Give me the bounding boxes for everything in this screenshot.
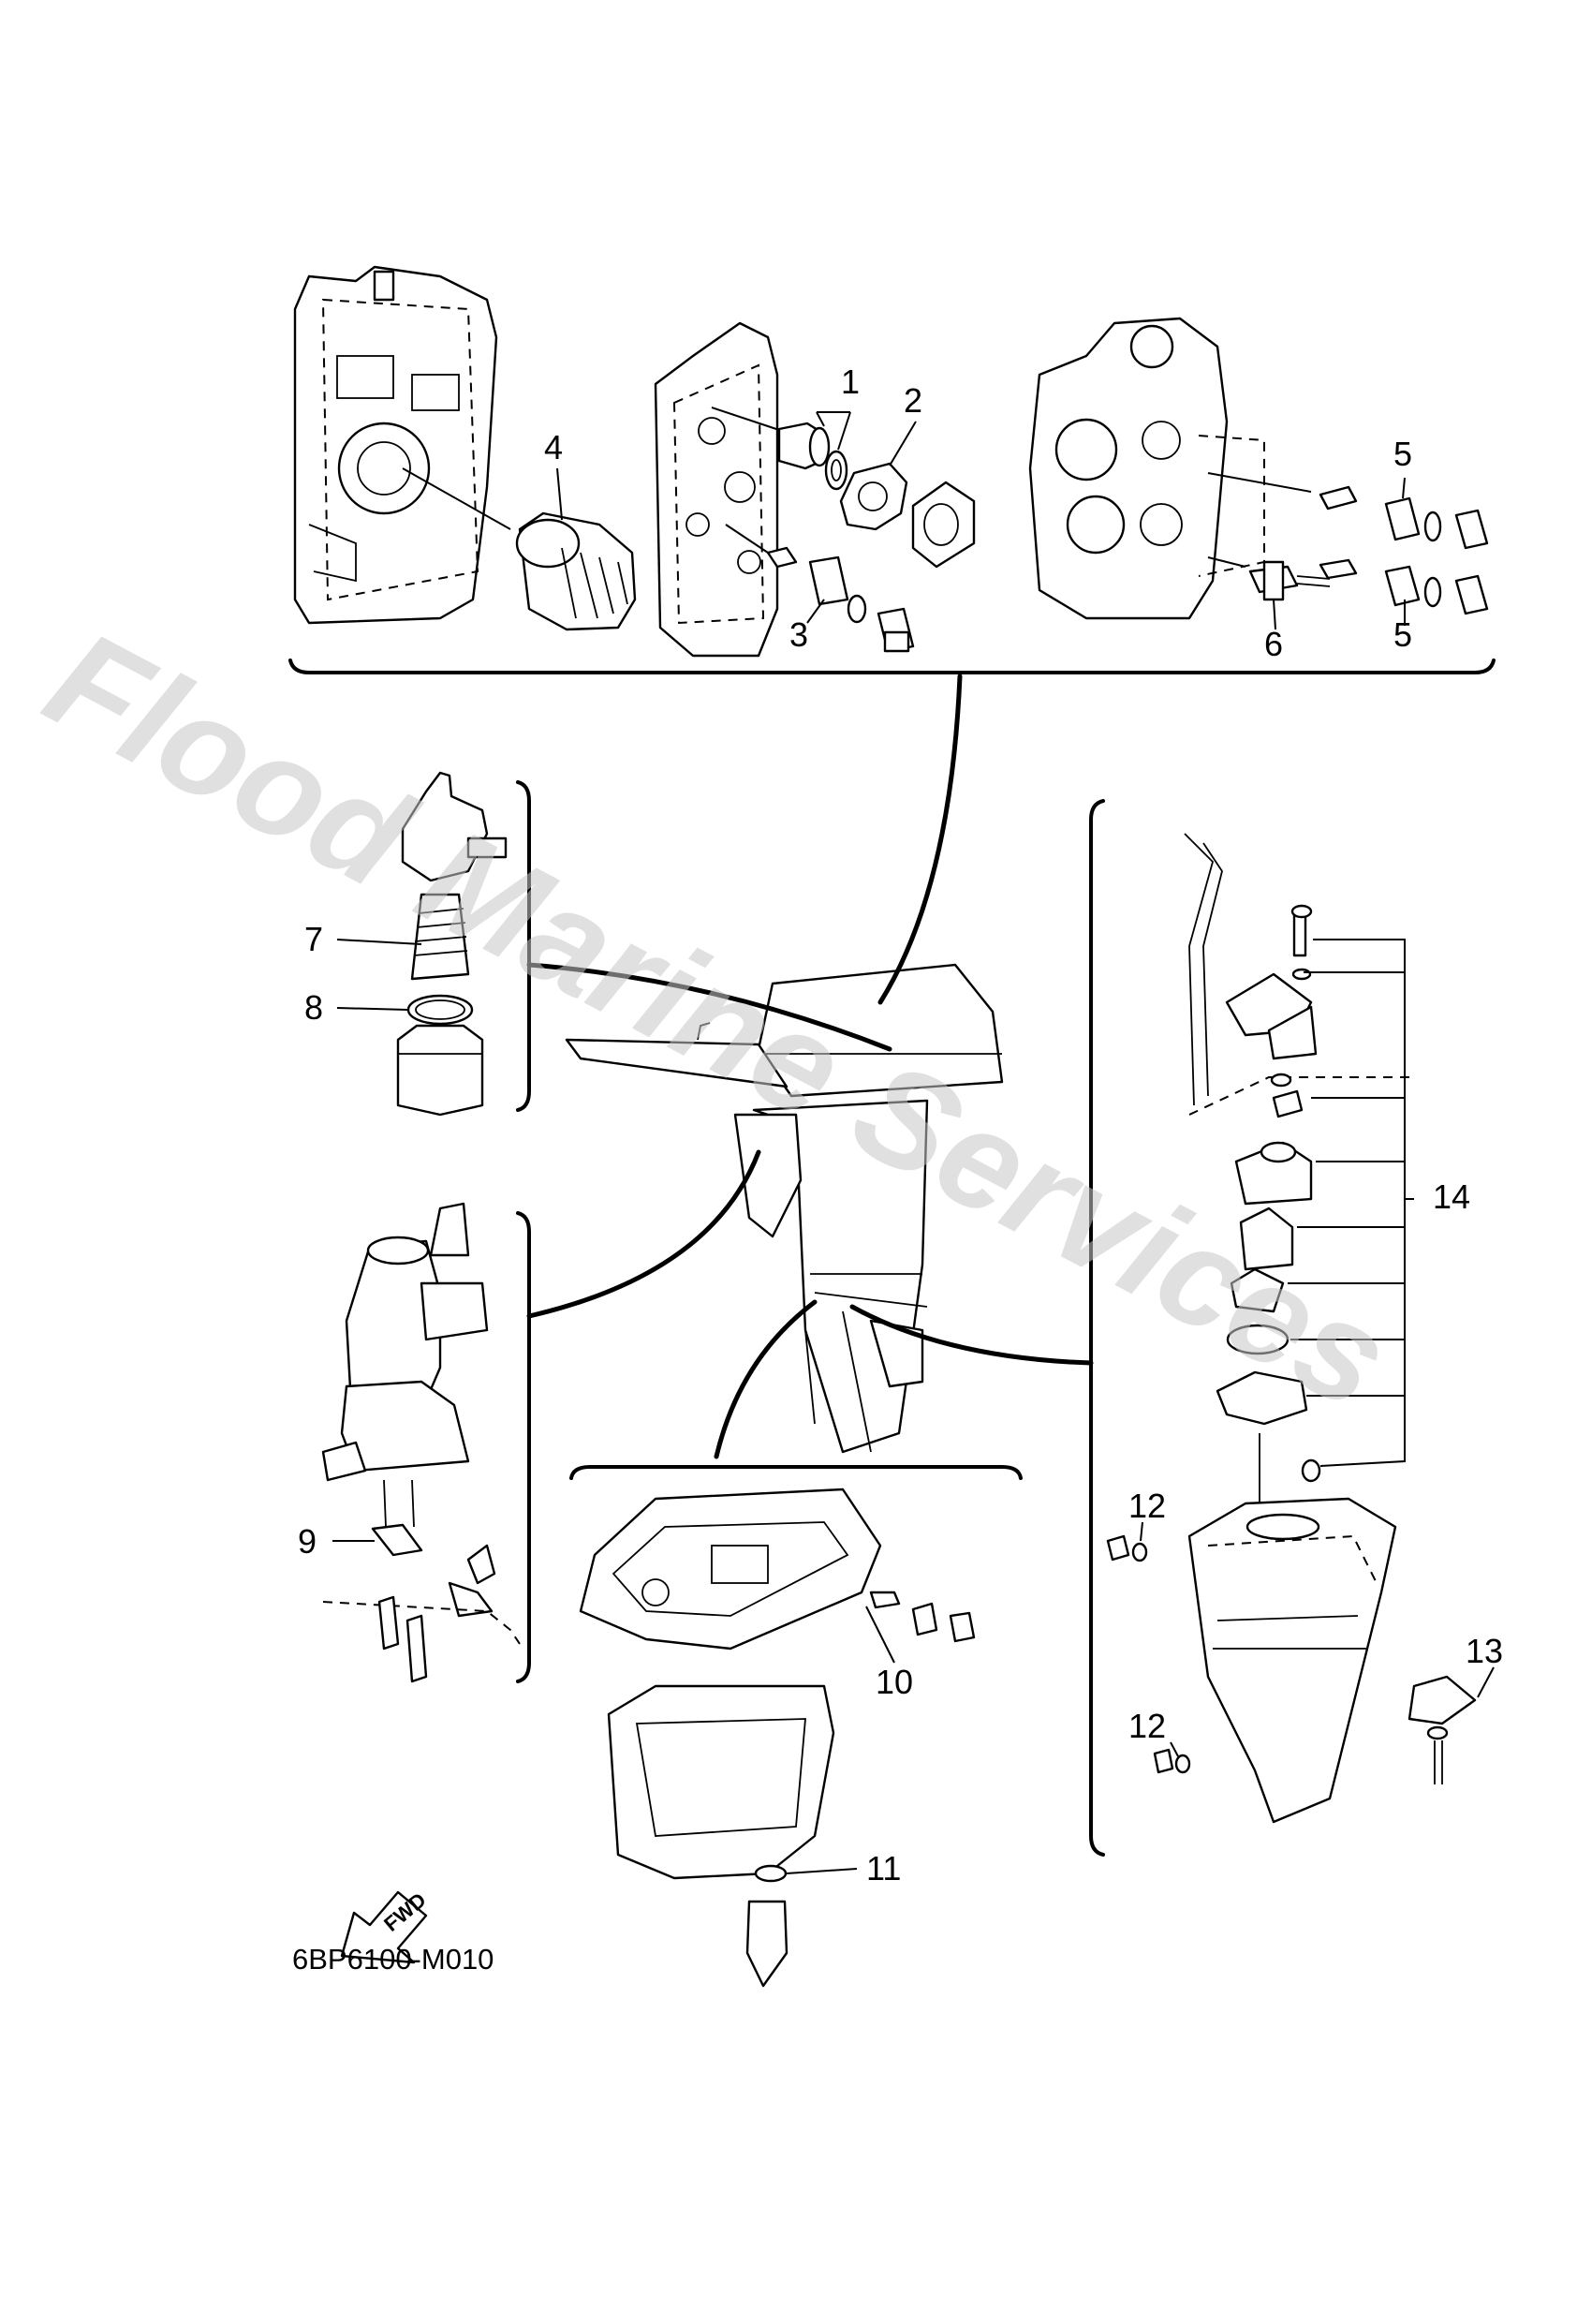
anode-sleeve-center [766,546,915,653]
cylinder-head-right [1028,317,1312,620]
callout-7: 7 [304,920,323,958]
callout-6: 6 [1264,625,1283,663]
anodes-cylinder-head [1319,485,1489,615]
oil-filter [515,511,637,631]
oil-pan-panel [569,1465,1023,1988]
thermostat-cover [911,481,976,569]
callout-9: 9 [298,1522,317,1561]
callout-12a: 12 [1128,1487,1166,1525]
link-lines [526,674,1094,1459]
callout-3: 3 [789,615,808,654]
callout-12b: 12 [1128,1707,1166,1745]
callout-14: 14 [1433,1177,1470,1216]
outboard-motor [565,963,1004,1454]
callout-4: 4 [544,428,563,466]
cylinder-head-center [654,321,783,658]
thermostat-cover-gasket [839,462,908,531]
water-pump-panel [1089,799,1495,1857]
callout-5b: 5 [1393,615,1412,654]
callout-11: 11 [866,1849,901,1887]
fuel-filter-panel [336,771,531,1117]
powerhead-panel [288,265,1496,674]
thermo-sensor [1248,560,1331,601]
callout-1: 1 [841,363,860,401]
callout-13: 13 [1466,1632,1503,1670]
carburetor-panel [321,1202,531,1683]
powerhead-bracket [288,659,1496,674]
callout-5a: 5 [1393,435,1412,473]
callout-numbers: 1 2 3 4 5 5 6 7 8 9 10 11 12 12 13 14 [298,363,1503,1887]
diagram-code: 6BP6100-M010 [292,1943,494,1976]
callout-8: 8 [304,988,323,1027]
callout-2: 2 [904,381,922,420]
thermostat-grommet [777,422,848,491]
callout-10: 10 [876,1663,913,1701]
cylinder-block-left [293,265,511,625]
